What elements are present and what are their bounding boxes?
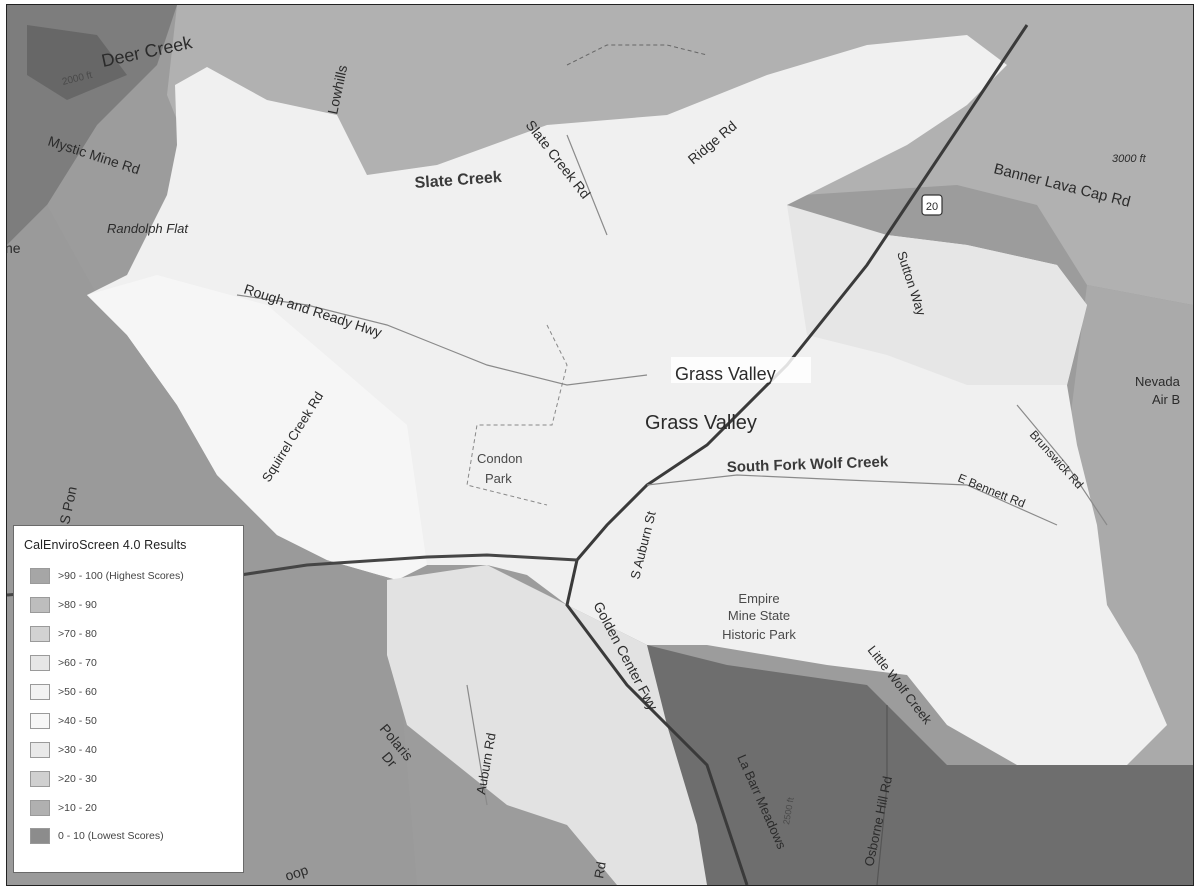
- legend-label: >90 - 100 (Highest Scores): [58, 570, 184, 583]
- legend-swatch: [30, 712, 50, 729]
- label-grass-valley-town: Grass Valley: [645, 412, 757, 434]
- route-20-shield: [921, 194, 943, 216]
- legend-swatch: [30, 828, 50, 845]
- label-grass-valley-city: Grass Valley: [675, 364, 776, 384]
- legend-item: >10 - 20: [22, 793, 237, 822]
- legend-label: >30 - 40: [58, 743, 97, 756]
- map-view[interactable]: 20 Deer Creek 2000 ft Lowhills Mystic Mi…: [6, 4, 1194, 886]
- road-brunswick: [1016, 404, 1108, 526]
- legend-item: >90 - 100 (Highest Scores): [22, 562, 237, 591]
- label-empire-1: Empire: [738, 591, 779, 606]
- label-s-pon: S Pon: [56, 485, 80, 526]
- tract-southeast-dark: [647, 645, 1193, 885]
- label-nevada-air-2: Air B: [1152, 392, 1180, 407]
- label-left-edge: ne: [7, 240, 21, 256]
- label-halo-grass-valley: [671, 357, 811, 383]
- legend-item: >80 - 90: [22, 591, 237, 620]
- legend-panel: CalEnviroScreen 4.0 Results >90 - 100 (H…: [13, 525, 244, 873]
- legend-swatch: [30, 684, 50, 700]
- legend-swatch: [30, 770, 50, 787]
- tract-east: [1067, 285, 1193, 885]
- terrain-ridge-nw: [27, 25, 127, 100]
- route-20-label: 20: [926, 201, 938, 213]
- label-nevada-air: Nevada: [1135, 374, 1181, 389]
- legend-item: >50 - 60: [22, 678, 237, 707]
- legend-item: >30 - 40: [22, 735, 237, 764]
- road-slate-creek: [566, 134, 608, 236]
- label-elev-2500: 2500 ft: [781, 796, 796, 825]
- legend-item: >70 - 80: [22, 620, 237, 649]
- legend-label: >40 - 50: [58, 714, 97, 727]
- label-empire-3: Historic Park: [722, 627, 796, 642]
- map-canvas[interactable]: 20 Deer Creek 2000 ft Lowhills Mystic Mi…: [7, 5, 1193, 885]
- legend-label: >20 - 30: [58, 772, 97, 785]
- legend-swatch: [30, 799, 50, 816]
- tract-east-inner: [787, 205, 1087, 385]
- legend-items: >90 - 100 (Highest Scores) >80 - 90 >70 …: [22, 562, 237, 851]
- legend-label: >10 - 20: [58, 801, 97, 814]
- legend-item: 0 - 10 (Lowest Scores): [22, 822, 237, 851]
- label-empire-2: Mine State: [728, 608, 790, 623]
- legend-item: >20 - 30: [22, 764, 237, 793]
- legend-label: >50 - 60: [58, 686, 97, 698]
- label-condon-park: Condon: [477, 451, 523, 466]
- legend-swatch: [30, 741, 50, 758]
- legend-label: >60 - 70: [58, 657, 97, 670]
- legend-swatch: [30, 626, 50, 643]
- legend-swatch: [30, 597, 50, 614]
- legend-title: CalEnviroScreen 4.0 Results: [24, 538, 187, 552]
- label-south-fork-wolf-creek: South Fork Wolf Creek: [727, 453, 890, 476]
- legend-item: >60 - 70: [22, 649, 237, 678]
- legend-label: >70 - 80: [58, 628, 97, 641]
- boundary-dashed-north: [566, 44, 708, 66]
- label-elev-3000: 3000 ft: [1112, 153, 1147, 165]
- label-randolph-flat: Randolph Flat: [107, 221, 189, 236]
- legend-label: 0 - 10 (Lowest Scores): [58, 830, 164, 843]
- legend-swatch: [30, 655, 50, 672]
- label-bottom-oop: oop: [283, 861, 310, 884]
- boundary-dashed-city: [466, 324, 568, 506]
- legend-swatch: [30, 568, 50, 585]
- road-osborne-hill: [876, 705, 888, 885]
- tract-grass-valley-core: [87, 35, 1167, 765]
- road-rough-and-ready: [236, 294, 648, 386]
- label-condon-park-2: Park: [485, 471, 512, 486]
- road-south-fork: [646, 474, 1058, 526]
- road-auburn: [466, 684, 488, 806]
- tract-south-lobe: [387, 565, 707, 885]
- tract-west-light: [87, 275, 427, 580]
- legend-item: >40 - 50: [22, 706, 237, 735]
- legend-label: >80 - 90: [58, 599, 97, 612]
- label-slate-creek: Slate Creek: [414, 169, 502, 192]
- label-bottom-rd: Rd: [591, 861, 609, 880]
